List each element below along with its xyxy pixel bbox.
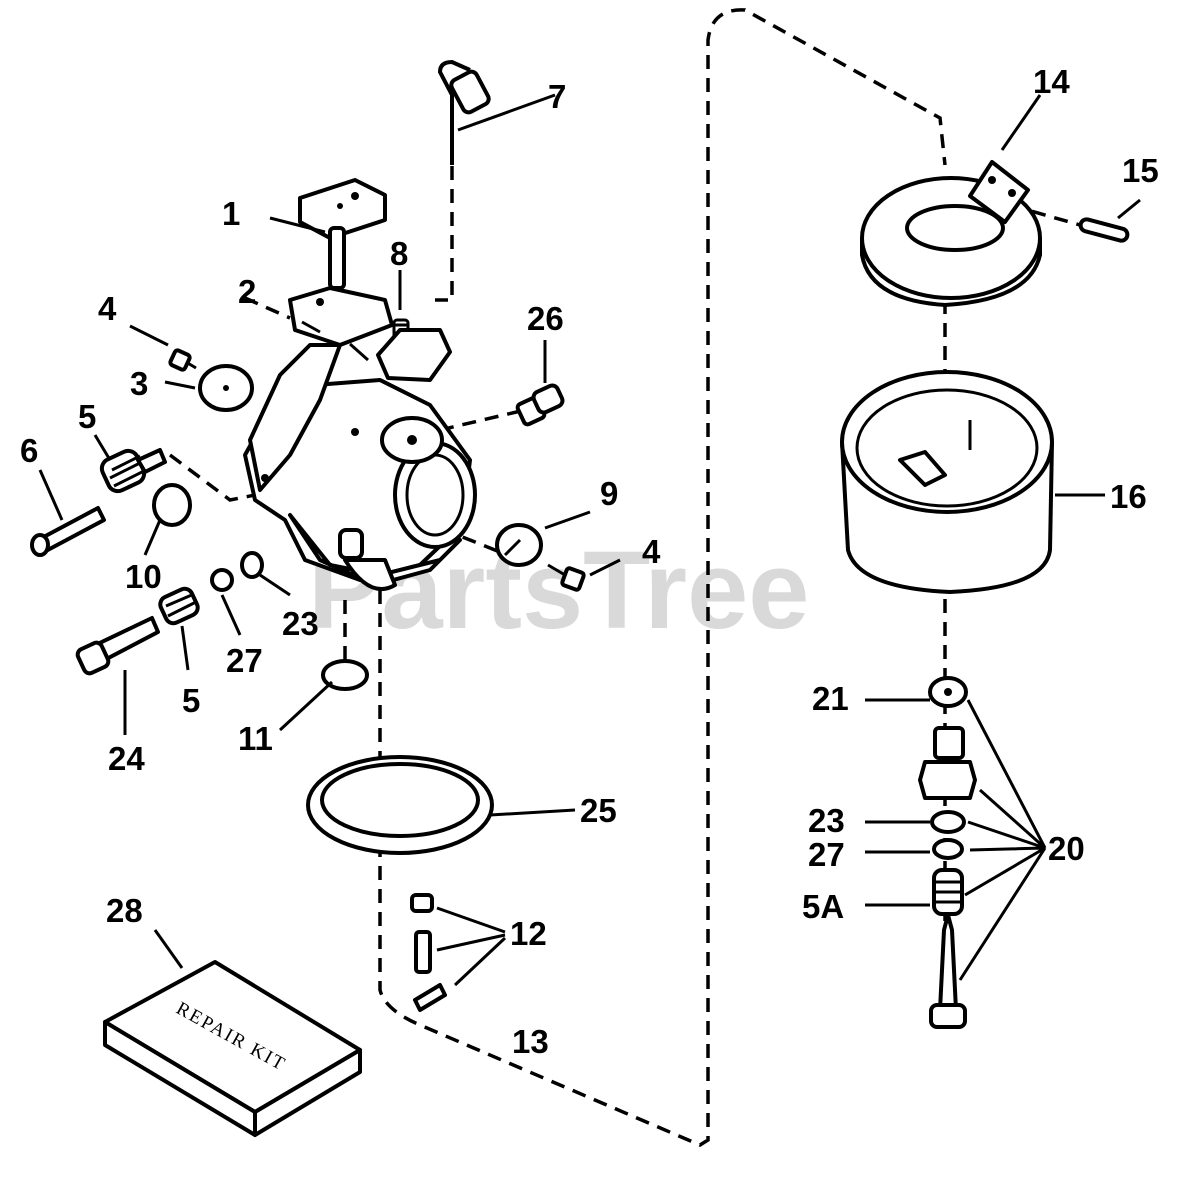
part-inlet-needle <box>410 893 447 1012</box>
idle-needle-axis <box>168 453 281 502</box>
callout-6: 6 <box>20 432 38 469</box>
callout-7: 7 <box>548 78 566 115</box>
callout-5-upper: 5 <box>78 398 96 435</box>
part-welch-plug-lower <box>321 659 369 691</box>
callout-labels: 1 2 3 4 4 5 5 6 7 8 9 10 11 12 13 14 15 … <box>20 63 1159 1060</box>
callout-23-left: 23 <box>282 605 319 642</box>
callout-4-right: 4 <box>642 533 661 570</box>
part-throttle-screw <box>547 563 586 592</box>
callout-8: 8 <box>390 235 408 272</box>
callout-11: 11 <box>238 720 273 757</box>
callout-27-right: 27 <box>808 836 845 873</box>
callout-20: 20 <box>1048 830 1085 867</box>
part-welch-plug-upper <box>152 483 192 527</box>
callout-5-lower: 5 <box>182 682 200 719</box>
part-jet-stack <box>918 676 977 1029</box>
part-float-pin <box>1078 217 1130 243</box>
choke-plate-axis <box>244 296 291 320</box>
callout-9: 9 <box>600 475 618 512</box>
callout-21: 21 <box>812 680 849 717</box>
callout-26: 26 <box>527 300 564 337</box>
part-main-needle-spring <box>158 586 200 626</box>
callout-24: 24 <box>108 740 145 777</box>
part-idle-needle-spring <box>99 448 167 494</box>
part-float-bowl <box>840 370 1054 594</box>
callout-16: 16 <box>1110 478 1147 515</box>
callout-5A: 5A <box>802 888 844 925</box>
part-throttle-shaft <box>298 178 387 290</box>
callout-14: 14 <box>1033 63 1070 100</box>
callout-1: 1 <box>222 195 240 232</box>
callout-2: 2 <box>238 273 256 310</box>
part-choke-screw <box>168 348 197 372</box>
part-carburetor-body <box>243 286 477 591</box>
lower-screw-axis <box>419 518 521 562</box>
part-governor-link <box>437 59 491 165</box>
part-float <box>860 160 1042 307</box>
callout-27-left: 27 <box>226 642 263 679</box>
callout-12: 12 <box>510 915 547 952</box>
callout-28: 28 <box>106 892 143 929</box>
part-washer-left <box>240 551 264 579</box>
callout-13: 13 <box>512 1023 549 1060</box>
part-fuel-fitting <box>515 383 565 427</box>
part-throttle-plate <box>495 523 543 567</box>
callout-15: 15 <box>1122 152 1159 189</box>
callout-3: 3 <box>130 365 148 402</box>
assembly-dashed-outline <box>378 8 947 1147</box>
callout-23-right: 23 <box>808 802 845 839</box>
part-bowl-gasket <box>306 755 494 855</box>
callout-4-left: 4 <box>98 290 117 327</box>
callout-leader-lines <box>38 93 1141 987</box>
part-repair-kit: REPAIR KIT <box>103 960 362 1137</box>
callout-25: 25 <box>580 792 617 829</box>
callout-10: 10 <box>125 558 162 595</box>
part-o-ring-left <box>210 568 234 592</box>
part-main-needle <box>75 616 160 676</box>
part-idle-needle <box>30 506 106 557</box>
governor-link-axis <box>435 120 454 302</box>
fitting-axis <box>439 408 526 432</box>
